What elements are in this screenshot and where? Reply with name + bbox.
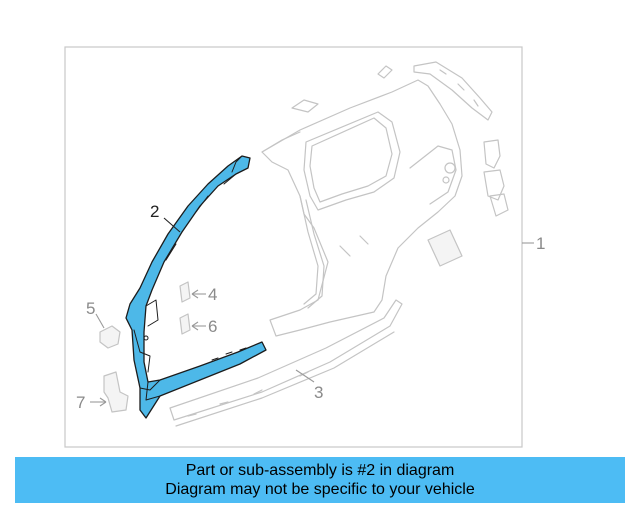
banner-line-1: Part or sub-assembly is #2 in diagram (185, 462, 455, 479)
part-4-bracket (179, 281, 191, 303)
part-5-bracket (99, 325, 121, 349)
side-panel-outline (261, 65, 463, 337)
diagram-frame (64, 46, 523, 448)
part-6-bracket (179, 313, 191, 335)
callout-5: 5 (86, 299, 95, 318)
banner-line-2: Diagram may not be specific to your vehi… (165, 481, 475, 498)
cover-plate (427, 229, 463, 267)
part-2-front-pillar-inner (125, 155, 267, 419)
callout-6: 6 (208, 317, 217, 336)
rocker-outer-panel (169, 299, 403, 427)
part-7-bracket (103, 371, 129, 413)
callout-7: 7 (76, 393, 85, 412)
callout-2: 2 (150, 202, 159, 221)
callout-3: 3 (314, 383, 323, 402)
info-banner: Part or sub-assembly is #2 in diagram Di… (15, 457, 625, 503)
parts-diagram: 1 2 3 4 5 6 7 (64, 46, 545, 448)
rear-rail-bracket (413, 61, 493, 121)
rear-brackets (483, 139, 509, 217)
callout-1: 1 (536, 234, 545, 253)
callout-4: 4 (208, 285, 217, 304)
